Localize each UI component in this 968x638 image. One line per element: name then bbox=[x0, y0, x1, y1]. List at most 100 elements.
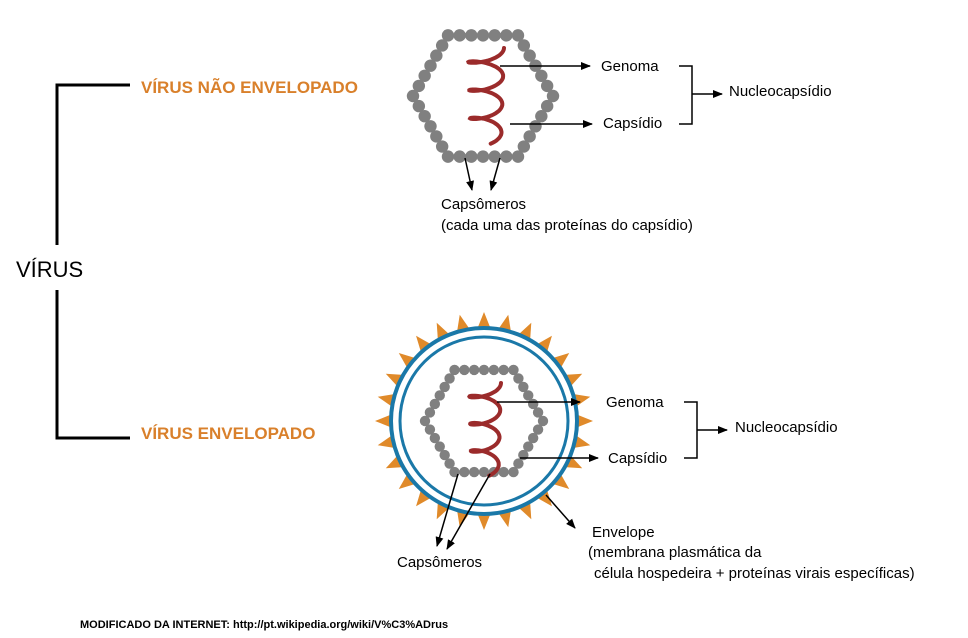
envelope-spike bbox=[477, 312, 491, 329]
non-enveloped-nucleocapsidio-label: Nucleocapsídio bbox=[729, 83, 832, 100]
capsomere-bead bbox=[498, 364, 509, 376]
capsomere-bead bbox=[453, 29, 466, 42]
capsomere-bead bbox=[518, 381, 529, 393]
capsomere-bead bbox=[406, 89, 420, 103]
capsomere-bead bbox=[465, 29, 478, 42]
capsomere-bead bbox=[523, 49, 536, 62]
env-nucleocapsidio-bracket bbox=[684, 401, 698, 459]
capsomere-bead bbox=[478, 466, 490, 478]
capsomere-bead bbox=[465, 150, 478, 163]
enveloped-nucleocapsidio-label: Nucleocapsídio bbox=[735, 419, 838, 436]
capsomere-bead bbox=[529, 120, 542, 133]
capsomere-bead bbox=[424, 120, 437, 133]
capsomere-bead bbox=[435, 39, 449, 52]
envelope-note-1: (membrana plasmática da bbox=[588, 544, 762, 561]
capsomere-bead bbox=[513, 373, 524, 384]
capsomere-bead bbox=[430, 49, 443, 62]
capsomere-bead bbox=[468, 466, 480, 478]
envelope-spike bbox=[552, 473, 570, 489]
capsomere-bead bbox=[535, 110, 548, 123]
capsomere-bead bbox=[523, 441, 534, 452]
root-bracket bbox=[55, 83, 130, 440]
capsomere-bead bbox=[500, 150, 513, 163]
capsomere-bead bbox=[430, 130, 443, 143]
capsomere-bead bbox=[412, 79, 426, 93]
capsomere-bead bbox=[540, 99, 554, 113]
envelope-outer-membrane bbox=[389, 326, 579, 516]
non-enveloped-capsomeros-label: Capsômeros bbox=[441, 196, 526, 213]
envelope-spike bbox=[398, 353, 416, 369]
capsomere-bead bbox=[424, 424, 436, 435]
capsomero-arrow-right bbox=[489, 157, 501, 191]
capsomere-bead bbox=[429, 432, 441, 444]
capsomere-bead bbox=[523, 390, 534, 401]
capsomere-bead bbox=[453, 150, 466, 163]
capsomere-bead bbox=[523, 130, 536, 143]
capsomere-bead bbox=[476, 150, 490, 163]
envelope-inner-membrane bbox=[398, 335, 570, 507]
capsomere-bead bbox=[517, 39, 531, 52]
capsomere-bead bbox=[513, 458, 524, 469]
capsomere-bead bbox=[435, 140, 449, 153]
envelope-label: Envelope bbox=[592, 524, 655, 541]
envelope-spike bbox=[416, 489, 432, 507]
capsomere-bead bbox=[459, 466, 470, 478]
capsomere-bead bbox=[439, 449, 450, 461]
capsomere-bead bbox=[449, 364, 460, 376]
envelope-note-2: célula hospedeira + proteínas virais esp… bbox=[594, 565, 915, 582]
envelope-spike bbox=[375, 414, 392, 428]
capsomere-bead bbox=[424, 59, 437, 72]
non-enveloped-capsomeros-note: (cada uma das proteínas do capsídio) bbox=[441, 217, 693, 234]
envelope-spike bbox=[552, 353, 570, 369]
non-enveloped-genoma-label: Genoma bbox=[601, 58, 659, 75]
capsomere-bead bbox=[439, 381, 450, 393]
non-enveloped-capsidio-label: Capsídio bbox=[603, 115, 662, 132]
env-capsomero-arrow-right bbox=[446, 473, 491, 550]
enveloped-title: VÍRUS ENVELOPADO bbox=[141, 424, 315, 443]
capsomere-bead bbox=[434, 441, 445, 452]
enveloped-genome bbox=[467, 381, 503, 478]
capsomere-bead bbox=[532, 407, 544, 418]
nucleocapsidio-bracket bbox=[679, 65, 693, 125]
capsomere-bead bbox=[476, 29, 490, 42]
capsomere-bead bbox=[488, 150, 501, 163]
capsomere-bead bbox=[488, 364, 500, 376]
capsomere-bead bbox=[517, 140, 531, 153]
capsomere-bead bbox=[498, 466, 509, 478]
envelope-spike bbox=[398, 473, 416, 489]
non-enveloped-capsid bbox=[406, 29, 560, 163]
capsomere-bead bbox=[511, 29, 525, 42]
genome-coil bbox=[466, 46, 506, 146]
capsomere-bead bbox=[527, 432, 539, 444]
capsomere-bead bbox=[459, 364, 470, 376]
capsomere-bead bbox=[500, 29, 513, 42]
capsomere-bead bbox=[444, 458, 455, 469]
non-enveloped-title: VÍRUS NÃO ENVELOPADO bbox=[141, 77, 358, 97]
envelope-spike bbox=[576, 414, 593, 428]
envelope-spike bbox=[536, 335, 552, 353]
capsomere-bead bbox=[441, 150, 455, 163]
envelope-spike bbox=[416, 335, 432, 353]
envelope-arrow bbox=[545, 494, 576, 529]
capsomere-bead bbox=[532, 424, 544, 435]
capsomere-bead bbox=[412, 99, 426, 113]
capsomere-bead bbox=[418, 110, 431, 123]
capsomere-bead bbox=[511, 150, 525, 163]
env-capsomero-arrow-left bbox=[435, 473, 459, 547]
capsomere-bead bbox=[434, 390, 445, 401]
capsomere-bead bbox=[424, 407, 436, 418]
capsomere-bead bbox=[468, 364, 480, 376]
capsomere-bead bbox=[444, 373, 455, 384]
capsomere-bead bbox=[535, 69, 548, 82]
capsomere-bead bbox=[418, 69, 431, 82]
capsomere-bead bbox=[441, 29, 455, 42]
non-enveloped-genome bbox=[466, 46, 506, 146]
capsomere-bead bbox=[488, 29, 501, 42]
source-credit: MODIFICADO DA INTERNET: http://pt.wikipe… bbox=[80, 619, 448, 631]
capsomere-bead bbox=[546, 89, 560, 103]
capsomere-bead bbox=[540, 79, 554, 93]
capsomere-bead bbox=[508, 466, 519, 478]
genome-coil bbox=[467, 381, 503, 478]
capsomere-bead bbox=[508, 364, 519, 376]
